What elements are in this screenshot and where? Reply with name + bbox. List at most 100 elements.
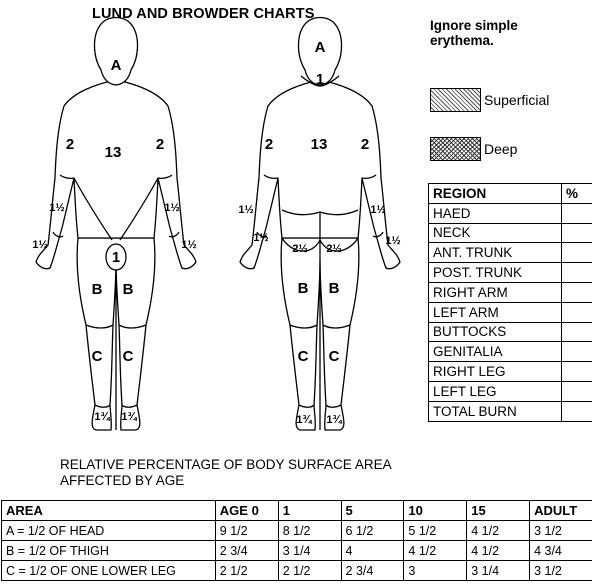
percent-cell[interactable] [562, 243, 592, 263]
table-row: LEFT LEG [429, 381, 592, 401]
value-cell: 4 [341, 541, 404, 561]
legend-deep-label: Deep [484, 141, 517, 157]
value-cell: 4 3/4 [530, 541, 592, 561]
back-left-forearm-label: 1½ [238, 204, 253, 216]
back-right-foot-label: 1¾ [326, 414, 342, 426]
value-cell: 4 1/2 [467, 541, 530, 561]
front-left-upper-arm-label: 2 [156, 136, 164, 153]
front-genitalia-label: 1 [112, 249, 120, 266]
age-15-header: 15 [467, 501, 530, 521]
value-cell: 3 1/4 [278, 541, 341, 561]
region-cell: NECK [429, 223, 562, 243]
value-cell: 2 1/2 [215, 561, 278, 581]
table-row: TOTAL BURN [429, 401, 592, 421]
table-row: A = 1/2 OF HEAD 9 1/2 8 1/2 6 1/2 5 1/2 … [2, 521, 592, 541]
table-row: HAED [429, 203, 592, 223]
value-cell: 9 1/2 [215, 521, 278, 541]
front-right-hand-label: 1½ [32, 239, 47, 251]
back-right-hand-label: 1½ [385, 235, 400, 247]
percent-cell[interactable] [562, 322, 592, 342]
back-left-upper-arm-label: 2 [265, 136, 273, 153]
table-row: B = 1/2 OF THIGH 2 3/4 3 1/4 4 4 1/2 4 1… [2, 541, 592, 561]
value-cell: 3 1/2 [530, 561, 592, 581]
table-row: ANT. TRUNK [429, 243, 592, 263]
table-row: BUTTOCKS [429, 322, 592, 342]
back-right-thigh-label: B [329, 280, 340, 297]
percent-cell[interactable] [562, 282, 592, 302]
area-cell: A = 1/2 OF HEAD [2, 521, 216, 541]
deep-swatch [430, 137, 481, 161]
legend-superficial: Superficial [430, 88, 549, 112]
region-table-header: REGION % [429, 184, 592, 204]
percent-cell[interactable] [562, 263, 592, 283]
region-cell: HAED [429, 203, 562, 223]
region-cell: BUTTOCKS [429, 322, 562, 342]
adult-header: ADULT [530, 501, 592, 521]
front-right-foot-label: 1¾ [94, 411, 110, 423]
table-row: GENITALIA [429, 342, 592, 362]
back-left-foot-label: 1¾ [296, 414, 312, 426]
back-neck-label: 1 [316, 71, 324, 88]
area-header: AREA [2, 501, 216, 521]
erythema-note: Ignore simple erythema. [430, 18, 580, 48]
value-cell: 3 1/4 [467, 561, 530, 581]
front-left-lower-leg-label: C [123, 348, 134, 365]
front-head-label: A [111, 57, 122, 74]
age-10-header: 10 [404, 501, 467, 521]
back-right-lower-leg-label: C [329, 348, 340, 365]
front-right-thigh-label: B [92, 281, 103, 298]
legend-superficial-label: Superficial [484, 92, 549, 108]
age-table: AREA AGE 0 1 5 10 15 ADULT A = 1/2 OF HE… [1, 500, 592, 581]
back-left-hand-label: 1½ [253, 232, 268, 244]
legend-deep: Deep [430, 137, 517, 161]
age-table-caption: RELATIVE PERCENTAGE OF BODY SURFACE AREA… [60, 457, 420, 489]
value-cell: 2 1/2 [278, 561, 341, 581]
percent-cell[interactable] [562, 223, 592, 243]
back-head-label: A [315, 39, 326, 56]
back-left-thigh-label: B [298, 280, 309, 297]
percent-header: % [562, 184, 592, 204]
value-cell: 6 1/2 [341, 521, 404, 541]
front-figure [36, 18, 196, 431]
percent-cell[interactable] [562, 381, 592, 401]
area-cell: C = 1/2 OF ONE LOWER LEG [2, 561, 216, 581]
region-cell: RIGHT LEG [429, 362, 562, 382]
front-right-upper-arm-label: 2 [66, 136, 74, 153]
back-trunk-label: 13 [311, 136, 328, 153]
value-cell: 4 1/2 [467, 521, 530, 541]
region-cell: GENITALIA [429, 342, 562, 362]
table-row: NECK [429, 223, 592, 243]
value-cell: 2 3/4 [341, 561, 404, 581]
value-cell: 8 1/2 [278, 521, 341, 541]
front-left-forearm-label: 1½ [164, 202, 179, 214]
value-cell: 5 1/2 [404, 521, 467, 541]
area-cell: B = 1/2 OF THIGH [2, 541, 216, 561]
back-left-buttock-label: 2½ [292, 243, 307, 255]
value-cell: 2 3/4 [215, 541, 278, 561]
table-row: C = 1/2 OF ONE LOWER LEG 2 1/2 2 1/2 2 3… [2, 561, 592, 581]
front-left-foot-label: 1¾ [121, 411, 137, 423]
percent-cell[interactable] [562, 362, 592, 382]
region-cell: RIGHT ARM [429, 282, 562, 302]
region-cell: LEFT ARM [429, 302, 562, 322]
age-table-header: AREA AGE 0 1 5 10 15 ADULT [2, 501, 592, 521]
region-cell: ANT. TRUNK [429, 243, 562, 263]
front-right-lower-leg-label: C [92, 348, 103, 365]
front-left-thigh-label: B [123, 281, 134, 298]
age-0-header: AGE 0 [215, 501, 278, 521]
table-row: RIGHT ARM [429, 282, 592, 302]
back-right-buttock-label: 2½ [326, 243, 341, 255]
age-5-header: 5 [341, 501, 404, 521]
table-row: RIGHT LEG [429, 362, 592, 382]
region-table: REGION % HAED NECK ANT. TRUNK POST. TRUN… [428, 183, 592, 422]
region-cell: LEFT LEG [429, 381, 562, 401]
value-cell: 3 [404, 561, 467, 581]
back-left-lower-leg-label: C [298, 348, 309, 365]
percent-cell[interactable] [562, 342, 592, 362]
percent-cell[interactable] [562, 401, 592, 421]
percent-cell[interactable] [562, 203, 592, 223]
body-diagram: A 2 13 2 1½ 1½ 1½ 1½ 1 B B C C 1¾ 1¾ A 1… [0, 0, 430, 450]
percent-cell[interactable] [562, 302, 592, 322]
age-1-header: 1 [278, 501, 341, 521]
superficial-swatch [430, 88, 481, 112]
